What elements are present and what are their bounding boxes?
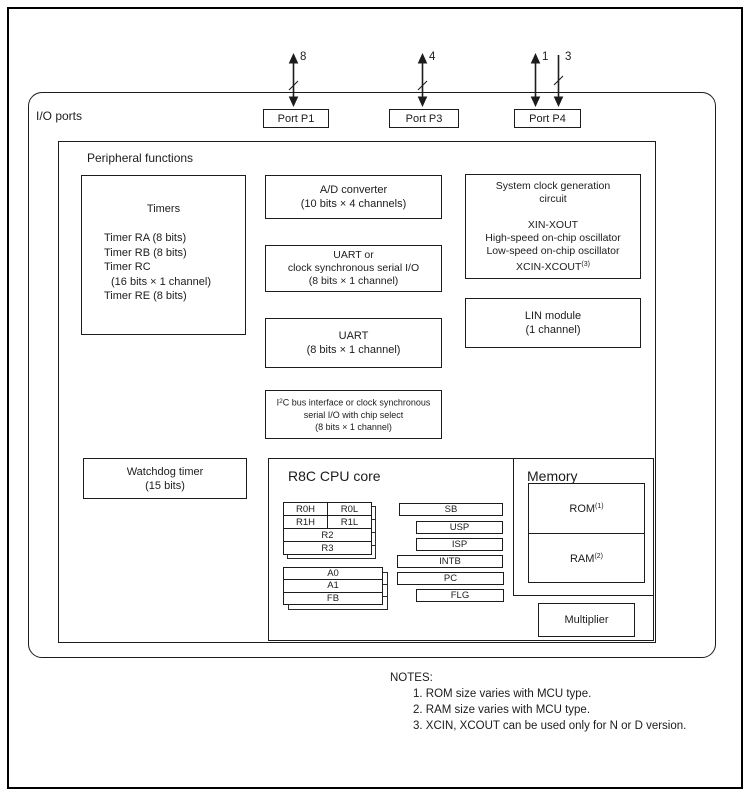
register-row-a1: A1	[284, 580, 382, 593]
adc-line1: A/D converter	[319, 184, 388, 196]
uart-line1: UART	[338, 330, 369, 342]
reg-r2: R2	[321, 529, 334, 541]
timer-rb: Timer RB (8 bits)	[104, 246, 187, 259]
timer-rc-detail: (16 bits × 1 channel)	[111, 275, 211, 288]
rom-cell: ROM(1)	[529, 484, 644, 534]
register-row-r1: R1H R1L	[284, 516, 371, 529]
i2c-line3: (8 bits × 1 channel)	[315, 422, 392, 432]
register-row-r3: R3	[284, 542, 371, 554]
reg-a0: A0	[327, 568, 339, 580]
i2c-line2: serial I/O with chip select	[303, 409, 404, 420]
port-p1-label: Port P1	[277, 112, 315, 125]
lin-module-box: LIN module (1 channel)	[465, 298, 641, 348]
notes-block: NOTES: 1. ROM size varies with MCU type.…	[390, 670, 686, 734]
register-row-a0: A0	[284, 568, 382, 581]
sysclock-xin-xout: XIN-XOUT	[527, 219, 579, 231]
page-frame	[7, 7, 743, 789]
uart-box: UART (8 bits × 1 channel)	[265, 318, 442, 368]
port-p1-box: Port P1	[263, 109, 329, 128]
port-p4-bidirectional-arrow-icon	[530, 53, 541, 107]
peripheral-functions-label: Peripheral functions	[87, 151, 194, 165]
timers-box: Timers Timer RA (8 bits) Timer RB (8 bit…	[81, 175, 246, 335]
cpu-core-title: R8C CPU core	[288, 468, 381, 484]
uart-sync-box: UART or clock synchronous serial I/O (8 …	[265, 245, 442, 292]
timer-ra: Timer RA (8 bits)	[104, 232, 187, 244]
sysclock-hs-osc: High-speed on-chip oscillator	[485, 232, 621, 244]
reg-r0l: R0L	[340, 503, 359, 515]
sysclock-xcin-xcout: XCIN-XCOUT(3)	[516, 261, 590, 273]
reg-r3: R3	[321, 542, 334, 554]
reg-intb: INTB	[397, 555, 503, 568]
port-p1-bidirectional-arrow-icon	[288, 53, 299, 107]
port-p3-box: Port P3	[389, 109, 459, 128]
reg-sb: SB	[399, 503, 503, 516]
port-p4-label: Port P4	[529, 112, 566, 125]
port-p1-bus-width: 8	[300, 51, 307, 63]
timer-rc: Timer RC	[104, 261, 151, 274]
timer-re: Timer RE (8 bits)	[104, 290, 187, 303]
lin-line1: LIN module	[524, 310, 582, 322]
sysclock-line2: circuit	[539, 193, 567, 205]
sysclock-line1: System clock generation	[495, 180, 611, 192]
timers-title: Timers	[146, 203, 181, 215]
i2c-line1: I2C bus interface or clock synchronous	[276, 397, 431, 407]
sysclock-ls-osc: Low-speed on-chip oscillator	[486, 245, 620, 257]
port-p4-bidir-bus-width: 1	[542, 51, 549, 63]
reg-pc: PC	[397, 572, 504, 585]
multiplier-box: Multiplier	[538, 603, 635, 637]
watchdog-timer-box: Watchdog timer (15 bits)	[83, 458, 247, 499]
port-p3-bidirectional-arrow-icon	[417, 53, 428, 107]
i2c-box: I2C bus interface or clock synchronous s…	[265, 390, 442, 439]
lin-line2: (1 channel)	[525, 324, 581, 336]
reg-r0h: R0H	[284, 503, 328, 515]
register-row-r0: R0H R0L	[284, 503, 371, 516]
register-row-fb: FB	[284, 593, 382, 604]
ram-cell: RAM(2)	[569, 553, 603, 565]
reg-fb: FB	[326, 592, 340, 604]
uart-sync-line2: clock synchronous serial I/O	[287, 262, 420, 274]
adc-line2: (10 bits × 4 channels)	[300, 198, 407, 210]
port-p3-bus-width: 4	[429, 51, 436, 63]
port-p4-input-arrow-icon	[553, 55, 564, 107]
reg-flg: FLG	[416, 589, 504, 602]
uart-sync-line3: (8 bits × 1 channel)	[308, 275, 399, 287]
uart-sync-line1: UART or	[333, 249, 374, 261]
note-1: 1. ROM size varies with MCU type.	[413, 688, 592, 700]
reg-r1l: R1L	[340, 516, 359, 528]
system-clock-box: System clock generation circuit XIN-XOUT…	[465, 174, 641, 279]
reg-usp: USP	[416, 521, 503, 534]
adc-box: A/D converter (10 bits × 4 channels)	[265, 175, 442, 219]
rom-ram-box: ROM(1) RAM(2)	[528, 483, 645, 583]
cpu-general-registers: R0H R0L R1H R1L R2 R3	[283, 502, 377, 560]
io-ports-label: I/O ports	[36, 109, 83, 123]
note-3: 3. XCIN, XCOUT can be used only for N or…	[413, 720, 687, 732]
port-p3-label: Port P3	[405, 112, 443, 125]
uart-line2: (8 bits × 1 channel)	[306, 344, 401, 356]
port-p4-box: Port P4	[514, 109, 581, 128]
note-2: 2. RAM size varies with MCU type.	[413, 704, 591, 716]
watchdog-line2: (15 bits)	[145, 479, 185, 492]
reg-isp: ISP	[416, 538, 503, 551]
register-row-r2: R2	[284, 529, 371, 542]
reg-a1: A1	[327, 580, 339, 592]
multiplier-label: Multiplier	[564, 614, 609, 626]
memory-title: Memory	[527, 468, 578, 484]
watchdog-line1: Watchdog timer	[126, 465, 204, 478]
notes-title: NOTES:	[390, 672, 433, 684]
port-p4-input-bus-width: 3	[565, 51, 572, 63]
reg-r1h: R1H	[284, 516, 328, 528]
cpu-address-registers: A0 A1 FB	[283, 567, 389, 611]
